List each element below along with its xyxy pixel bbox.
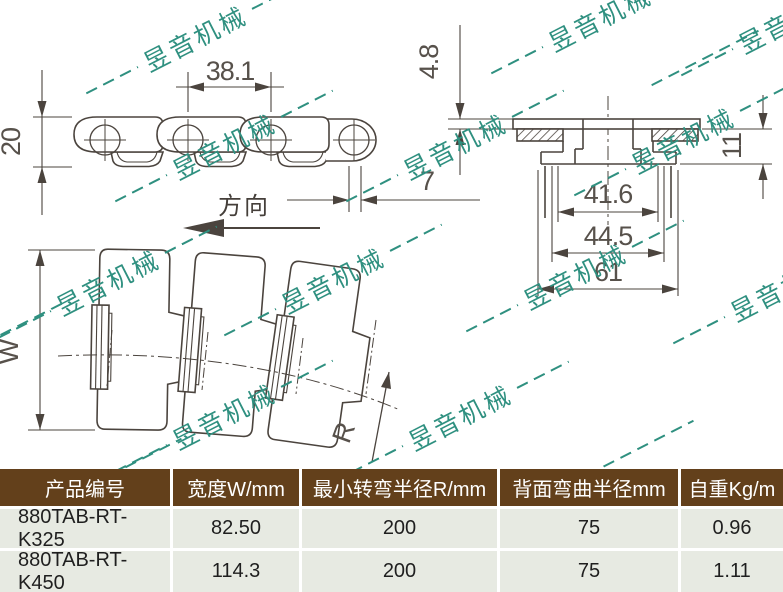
cell-back-radius: 75 — [500, 551, 678, 592]
dim-inner-width-label: 41.6 — [584, 179, 633, 209]
dim-side-height — [680, 95, 772, 199]
hinge-barrels — [89, 304, 295, 402]
cell-min-radius: 200 — [302, 509, 497, 548]
link-shoes — [110, 151, 331, 168]
cell-product-no: 880TAB-RT-K325 — [0, 506, 170, 551]
dim-w-label: W — [0, 338, 24, 364]
side-view — [33, 70, 480, 237]
cell-min-radius: 200 — [302, 551, 497, 592]
cell-width: 114.3 — [173, 551, 299, 592]
dim-height — [33, 70, 72, 215]
dim-pitch — [176, 72, 284, 112]
cell-product-no: 880TAB-RT-K450 — [0, 549, 170, 592]
col-header-min-radius: 最小转弯半径R/mm — [302, 469, 497, 506]
direction-arrow — [183, 219, 320, 237]
pins — [84, 119, 375, 161]
dim-outer-width-label: 61 — [594, 257, 622, 287]
section-legs — [537, 166, 679, 296]
dim-pin-width-label: 7 — [420, 166, 434, 196]
dim-thickness-label: 4.8 — [414, 45, 444, 80]
top-view — [28, 248, 401, 463]
pin-axis-ticks — [106, 319, 377, 395]
cell-width: 82.50 — [173, 509, 299, 548]
col-header-width: 宽度W/mm — [173, 469, 299, 506]
dim-pin-width — [287, 166, 480, 212]
col-header-back-radius: 背面弯曲半径mm — [500, 469, 678, 506]
cell-back-radius: 75 — [500, 509, 678, 548]
section-view — [448, 25, 772, 296]
cell-weight: 0.96 — [681, 509, 783, 548]
dim-height-label: 20 — [0, 128, 26, 156]
center-boss — [540, 119, 677, 165]
dim-side-height-label: 11 — [717, 133, 747, 159]
dim-r — [371, 371, 391, 463]
dim-widths — [538, 207, 678, 294]
curve-centerline — [57, 354, 401, 411]
technical-drawing: 38.1 20 7 方向 — [0, 25, 772, 463]
dim-pitch-label: 38.1 — [206, 56, 255, 86]
direction-label: 方向 — [218, 193, 270, 220]
col-header-weight: 自重Kg/m — [681, 469, 783, 506]
spec-table: 产品编号 宽度W/mm 最小转弯半径R/mm 背面弯曲半径mm 自重Kg/m 8… — [0, 469, 783, 592]
col-header-product-no: 产品编号 — [0, 469, 170, 506]
dim-mid-width-label: 44.5 — [584, 221, 633, 251]
dim-w — [28, 249, 95, 431]
dim-thickness — [455, 25, 465, 175]
hatch-right — [651, 128, 699, 142]
hatch-left — [516, 128, 564, 142]
cell-weight: 1.11 — [681, 551, 783, 592]
